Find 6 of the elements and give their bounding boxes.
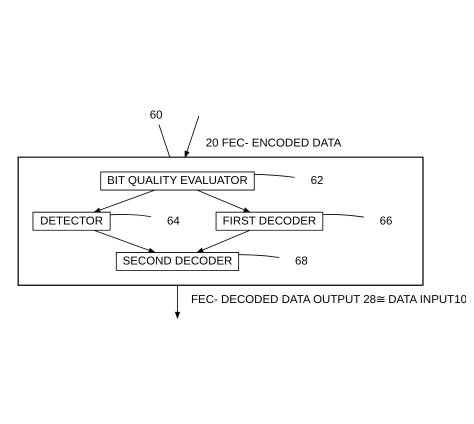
node-text: 68 <box>295 255 308 268</box>
node-text: 62 <box>310 174 324 187</box>
node-text: 64 <box>166 214 180 227</box>
node-text: 66 <box>380 214 392 227</box>
node-text: 60 <box>150 108 163 121</box>
edge-label: 20 FEC- ENCODED DATA <box>206 136 342 149</box>
